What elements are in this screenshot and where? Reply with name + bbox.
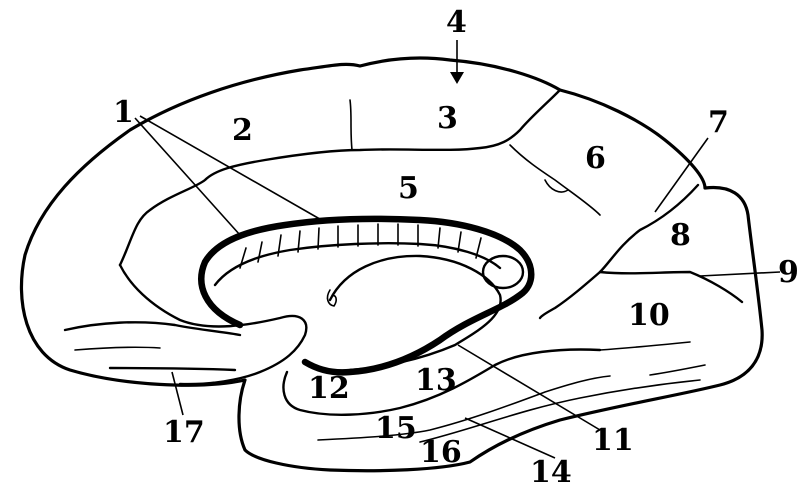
- corpus-callosum: [201, 219, 531, 373]
- orbital-sulcus-2: [75, 347, 160, 350]
- label-11: 11: [592, 423, 634, 458]
- leader-4-arrow: [450, 72, 464, 84]
- calcarine-sulcus: [600, 272, 742, 302]
- label-1: 1: [113, 95, 134, 130]
- callosal-inner-line: [215, 243, 500, 285]
- label-15: 15: [375, 411, 417, 446]
- label-13: 13: [415, 363, 457, 398]
- leader-1a: [135, 118, 240, 235]
- label-17: 17: [163, 415, 205, 450]
- leader-9: [700, 272, 780, 276]
- label-4: 4: [446, 5, 467, 40]
- collateral-sulcus: [600, 342, 690, 350]
- paracentral-sulcus: [350, 100, 352, 150]
- label-7: 7: [708, 105, 729, 140]
- leader-11: [458, 345, 600, 430]
- cingulate-sulcus: [120, 90, 560, 265]
- label-8: 8: [670, 218, 691, 253]
- callosomarginal-sulcus: [120, 265, 306, 384]
- orbital-sulcus-3: [110, 368, 235, 370]
- label-2: 2: [232, 113, 253, 148]
- label-16: 16: [420, 435, 462, 470]
- label-6: 6: [585, 141, 606, 176]
- splenium: [483, 256, 523, 288]
- label-5: 5: [398, 171, 419, 206]
- leader-14: [465, 418, 555, 458]
- label-10: 10: [628, 298, 670, 333]
- label-12: 12: [308, 371, 350, 406]
- label-3: 3: [437, 101, 458, 136]
- isthmus-line: [540, 272, 600, 318]
- orbital-sulcus-1: [65, 322, 240, 335]
- label-9: 9: [778, 255, 798, 290]
- temporal-lower-sulcus: [420, 380, 700, 442]
- label-14: 14: [530, 455, 572, 489]
- leader-17: [172, 372, 183, 415]
- occipitotemporal-sulcus: [650, 365, 705, 375]
